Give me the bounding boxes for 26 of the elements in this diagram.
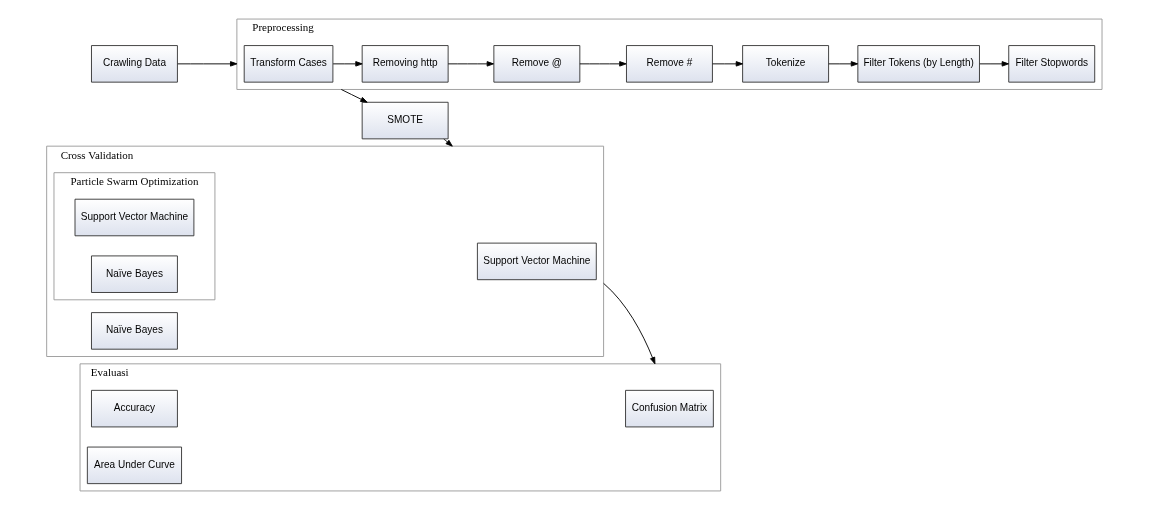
node-box: Support Vector Machine — [74, 198, 194, 237]
node-box: Support Vector Machine — [476, 242, 597, 281]
node-box: Filter Stopwords — [1007, 45, 1095, 83]
arrow — [176, 61, 237, 67]
node-box: Transform Cases — [243, 45, 333, 83]
arrow — [578, 61, 627, 67]
node-box: Tokenize — [741, 45, 829, 83]
arrow — [827, 61, 858, 67]
arrow — [447, 61, 494, 67]
arrow — [602, 282, 655, 365]
arrow — [978, 61, 1009, 67]
arrow — [442, 138, 453, 147]
node-box: Remove @ — [492, 45, 580, 83]
node-box: Remove # — [625, 45, 713, 83]
arrow — [340, 89, 368, 103]
node-box: Area Under Curve — [86, 446, 182, 485]
node-box: Accuracy — [90, 389, 178, 428]
node-box: Filter Tokens (by Length) — [856, 45, 980, 83]
node-box: SMOTE — [361, 101, 449, 140]
node-box: Removing http — [361, 45, 449, 83]
node-box: Naïve Bayes — [90, 255, 178, 293]
node-box: Confusion Matrix — [624, 389, 714, 428]
arrow — [332, 61, 363, 67]
node-box: Naïve Bayes — [90, 312, 178, 350]
arrow — [711, 61, 743, 67]
node-box: Crawling Data — [90, 45, 178, 83]
